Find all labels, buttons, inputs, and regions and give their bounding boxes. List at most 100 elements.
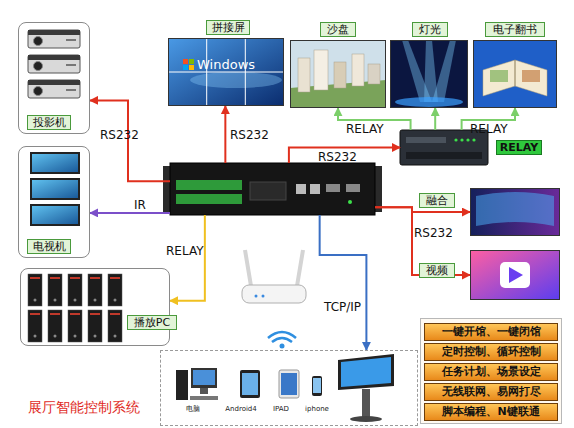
tv-icon bbox=[32, 206, 78, 224]
pc-tower-icon bbox=[48, 274, 62, 306]
projector-icon bbox=[28, 55, 80, 73]
e-book-picture bbox=[515, 60, 516, 86]
video-wall-picture bbox=[189, 59, 194, 64]
central-controller bbox=[250, 182, 286, 200]
node-label: Android4 bbox=[223, 405, 259, 415]
node-label: 电子翻书 bbox=[485, 22, 545, 37]
projector-icon bbox=[66, 89, 76, 91]
pc-tower-icon bbox=[28, 274, 42, 306]
lighting-screen: 灯光 bbox=[390, 40, 468, 108]
relay-device bbox=[472, 138, 475, 141]
fusion-screen: 融合 bbox=[470, 188, 560, 236]
pc-tower-icon bbox=[28, 274, 122, 342]
connector-label: RS232 bbox=[230, 128, 269, 142]
tv-icon bbox=[30, 204, 80, 226]
signal-connector bbox=[90, 100, 170, 181]
connector-label: RELAY bbox=[346, 122, 384, 136]
feature-list: 一键开馆、一键闭馆定时控制、循环控制任务计划、场景设定无线联网、易网打尽脚本编程… bbox=[420, 318, 562, 424]
video-wall-picture bbox=[190, 72, 282, 88]
wifi-symbol bbox=[272, 338, 292, 342]
terminal-device-icons bbox=[176, 354, 394, 422]
node-label: 脚本编程、N键联通 bbox=[424, 403, 558, 421]
video-picture bbox=[470, 250, 560, 300]
central-controller bbox=[176, 194, 242, 204]
projector-icon bbox=[28, 30, 80, 98]
signal-connector bbox=[289, 148, 400, 164]
connector-label: RS232 bbox=[414, 226, 453, 240]
terminal-device-icons bbox=[313, 378, 321, 393]
pc-tower-icon bbox=[108, 274, 122, 306]
diagram-title: 展厅智能控制系统 bbox=[28, 398, 140, 416]
node-label: 一键开馆、一键闭馆 bbox=[424, 323, 558, 341]
router-icon bbox=[242, 250, 306, 303]
relay-device bbox=[466, 138, 469, 141]
stage-light-picture bbox=[432, 40, 456, 102]
projector-icon bbox=[34, 62, 43, 71]
sand-table-picture bbox=[298, 58, 310, 92]
central-controller bbox=[296, 184, 306, 194]
wifi-symbol bbox=[280, 344, 285, 349]
pc-tower-icon bbox=[68, 274, 82, 306]
video-wall-picture bbox=[168, 38, 284, 106]
pc-tower-icon bbox=[68, 310, 82, 342]
tv-group: 电视机 bbox=[18, 146, 90, 258]
node-label: 沙盘 bbox=[320, 22, 356, 37]
terminal-device-icons bbox=[200, 388, 208, 394]
sand-table-picture bbox=[368, 64, 380, 84]
node-label: 播放PC bbox=[127, 315, 177, 330]
video-wall-picture bbox=[183, 59, 188, 64]
node-label: 融合 bbox=[419, 193, 455, 208]
e-book-screen: 电子翻书 bbox=[473, 40, 557, 108]
e-book-picture bbox=[473, 40, 557, 108]
terminal-panel: 电脑Android4IPADiphone bbox=[160, 350, 418, 426]
terminal-device-icons bbox=[312, 376, 322, 396]
fusion-screen-picture bbox=[470, 188, 560, 236]
node-label: IPAD bbox=[265, 405, 297, 415]
terminal-device-icons bbox=[190, 396, 218, 400]
connector-label: IR bbox=[134, 198, 146, 212]
terminal-device-icons bbox=[176, 370, 188, 400]
projector-icon bbox=[28, 30, 80, 35]
node-label: iphone bbox=[301, 405, 333, 415]
tv-icon bbox=[32, 180, 78, 198]
node-label: 电视机 bbox=[27, 239, 71, 254]
router-icon bbox=[262, 295, 265, 298]
connector-label: RELAY bbox=[166, 244, 204, 258]
tv-icon bbox=[30, 152, 80, 226]
tv-icon bbox=[30, 178, 80, 200]
sand-table-picture bbox=[290, 40, 386, 108]
projector-icon bbox=[28, 55, 80, 60]
node-label: 任务计划、场景设定 bbox=[424, 363, 558, 381]
fusion-screen-picture bbox=[476, 192, 554, 226]
terminal-device-icons bbox=[242, 373, 258, 395]
central-controller bbox=[310, 184, 320, 194]
e-book-picture bbox=[522, 70, 540, 82]
relay-device bbox=[460, 138, 463, 141]
central-controller bbox=[326, 184, 340, 192]
connector-label: RS232 bbox=[100, 128, 139, 142]
node-label: 投影机 bbox=[27, 115, 71, 130]
relay-device bbox=[406, 137, 446, 143]
projector-icon bbox=[34, 87, 43, 96]
projector-icon bbox=[28, 30, 80, 48]
video-screen: 视频 bbox=[470, 250, 560, 300]
central-controller bbox=[170, 163, 375, 215]
relay-device bbox=[454, 138, 457, 141]
node-label: 定时控制、循环控制 bbox=[424, 343, 558, 361]
node-label: 拼接屏 bbox=[206, 20, 250, 35]
node-label: 灯光 bbox=[412, 22, 448, 37]
relay-device bbox=[406, 152, 482, 159]
tv-icon bbox=[30, 152, 80, 174]
wifi-symbol bbox=[268, 332, 296, 349]
router-icon bbox=[242, 285, 306, 303]
terminal-device-icons bbox=[193, 370, 215, 385]
video-wall-picture bbox=[183, 65, 188, 70]
node-label: 视频 bbox=[419, 263, 455, 278]
router-icon bbox=[255, 295, 258, 298]
terminal-device-icons bbox=[341, 357, 391, 387]
projector-icon bbox=[34, 37, 43, 46]
sand-table-picture bbox=[290, 40, 386, 108]
signal-connector bbox=[320, 215, 367, 350]
fusion-screen-picture bbox=[470, 188, 560, 236]
tv-icon bbox=[32, 154, 78, 172]
